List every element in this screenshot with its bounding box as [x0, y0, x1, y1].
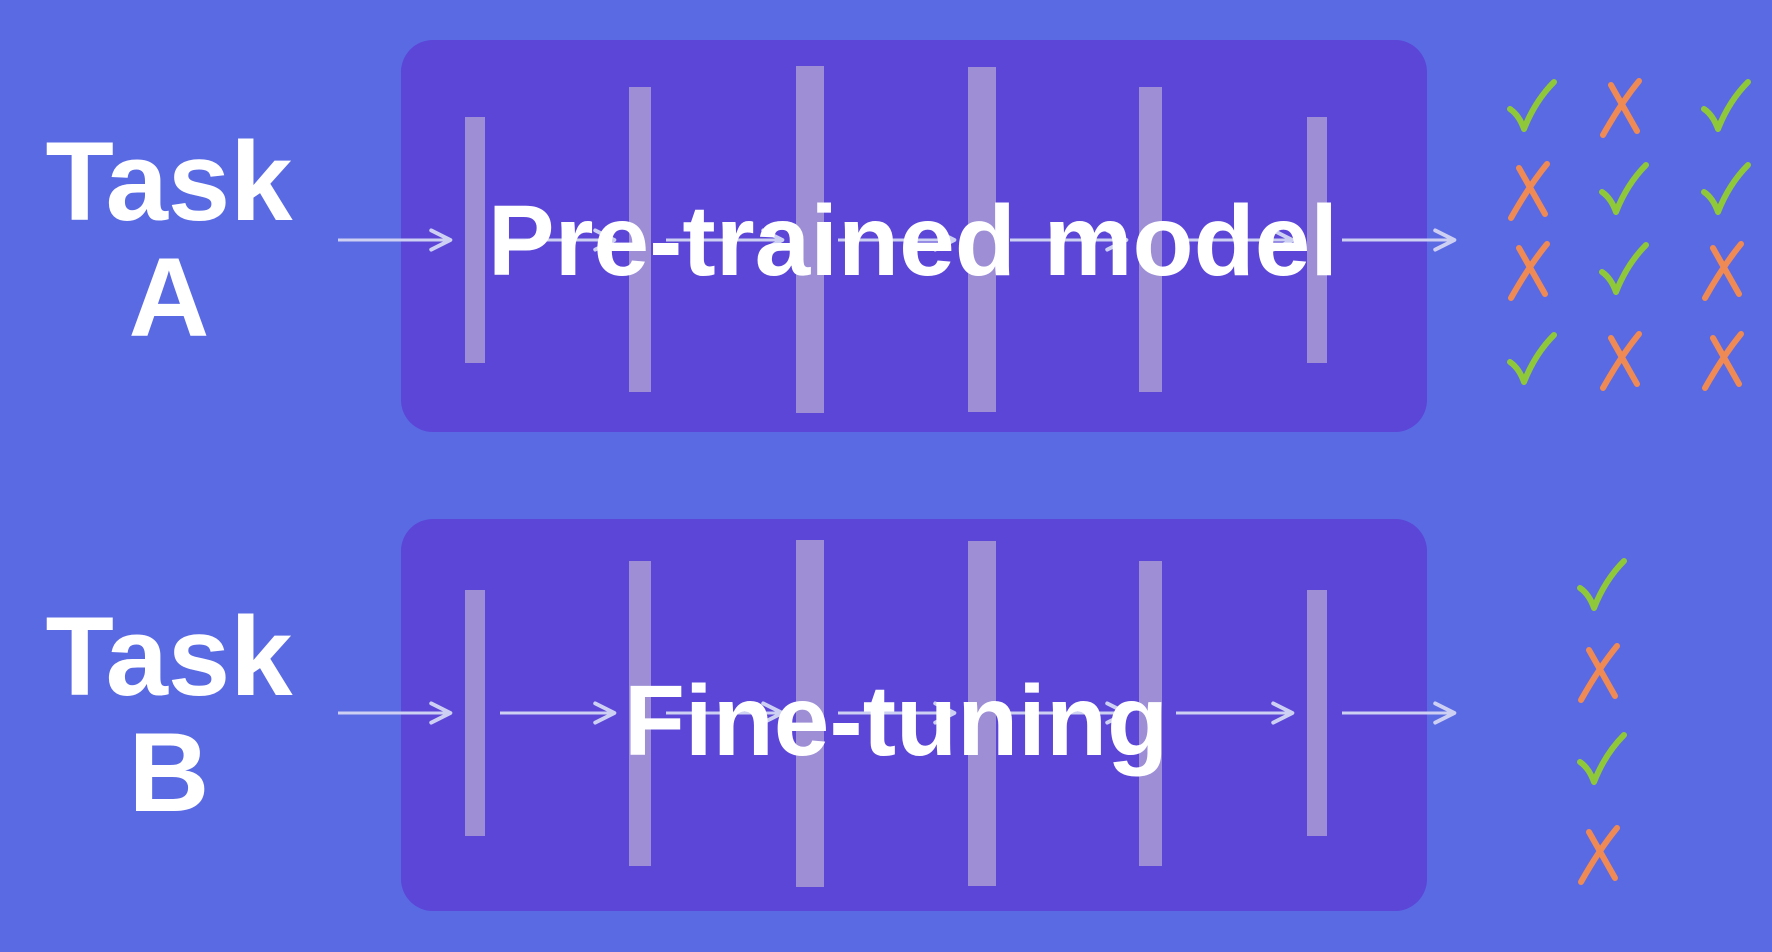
layer-bar	[1307, 590, 1327, 836]
task-b-outputs	[1577, 558, 1627, 885]
check-icon	[1507, 332, 1557, 385]
layer-bar	[465, 590, 485, 836]
row-task-b: Task B Fine-tuning	[46, 519, 1627, 911]
layer-bar	[796, 540, 824, 887]
layer-bar	[629, 87, 651, 392]
layer-bar	[465, 117, 485, 363]
layer-bar	[1307, 117, 1327, 363]
fine-tuning-title: Fine-tuning	[624, 665, 1168, 777]
cross-icon	[1508, 241, 1550, 301]
layer-bar	[1139, 87, 1162, 392]
task-a-label-line1: Task	[46, 119, 294, 244]
layer-bar	[968, 67, 996, 412]
cross-icon	[1702, 331, 1744, 391]
cross-icon	[1508, 161, 1550, 221]
fine-tuning-panel	[401, 519, 1427, 911]
row-task-a: Task A Pre-trained model	[46, 40, 1751, 432]
pretrained-model-panel	[401, 40, 1427, 432]
layer-bar	[796, 66, 824, 413]
cross-icon	[1600, 78, 1642, 138]
check-icon	[1599, 162, 1649, 215]
pretrained-model-layers	[465, 66, 1327, 413]
fine-tuning-layers	[465, 540, 1327, 887]
task-b-label-line1: Task	[46, 594, 294, 719]
layer-bar	[629, 561, 651, 866]
check-icon	[1701, 162, 1751, 215]
task-b-label-line2: B	[129, 710, 210, 835]
cross-icon	[1578, 825, 1620, 885]
check-icon	[1507, 79, 1557, 132]
cross-icon	[1702, 241, 1744, 301]
task-a-outputs	[1507, 78, 1751, 391]
pretrained-model-title: Pre-trained model	[488, 185, 1338, 297]
check-icon	[1599, 242, 1649, 295]
check-icon	[1577, 558, 1627, 611]
task-a-label-line2: A	[129, 235, 210, 360]
cross-icon	[1600, 331, 1642, 391]
cross-icon	[1578, 643, 1620, 703]
layer-bar	[968, 541, 996, 886]
layer-bar	[1139, 561, 1162, 866]
check-icon	[1701, 79, 1751, 132]
check-icon	[1577, 732, 1627, 785]
